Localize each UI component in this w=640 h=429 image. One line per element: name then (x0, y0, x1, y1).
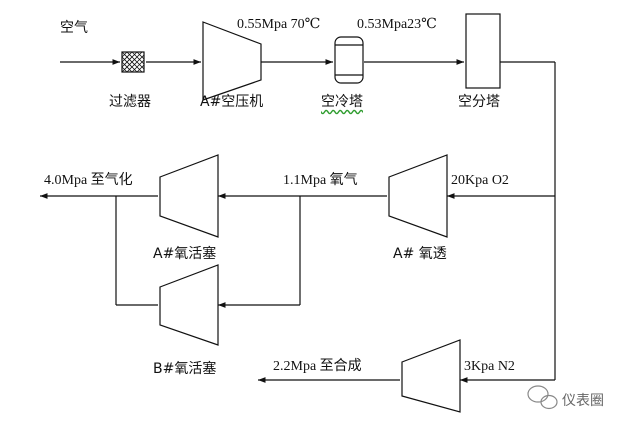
piston-b-icon (159, 264, 219, 346)
to-synthesis-label: 2.2Mpa 至合成 (273, 359, 362, 374)
o2-lowpressure-label: 20Kpa O2 (451, 173, 509, 188)
to-gasification-label: 4.0Mpa 至气化 (44, 173, 133, 188)
piston-b-label: B#氧活塞 (153, 361, 217, 377)
separation-tower-icon (465, 13, 501, 89)
air-label: 空气 (60, 20, 88, 36)
piston-a-icon (159, 154, 219, 238)
cooling-tower-icon (334, 36, 364, 84)
n2-lowpressure-label: 3Kpa N2 (464, 359, 515, 374)
oxygen-turbine-label: A# 氧透 (393, 246, 447, 262)
separation-tower-label: 空分塔 (458, 94, 500, 110)
watermark-text: 仪表圈 (562, 393, 604, 409)
cooling-tower-label: 空冷塔 (321, 94, 363, 110)
compressor-label: A#空压机 (200, 94, 264, 110)
air-compressor-icon (202, 21, 262, 101)
oxygen-turbine-icon (388, 154, 448, 238)
piston-a-label: A#氧活塞 (153, 246, 217, 262)
compressor-outlet-condition: 0.55Mpa 70℃ (237, 17, 321, 32)
oxygen-midpressure-label: 1.1Mpa 氧气 (283, 173, 358, 188)
nitrogen-compressor-icon (401, 339, 461, 413)
filter-icon (121, 51, 145, 73)
wechat-icon (527, 385, 558, 410)
filter-label: 过滤器 (109, 94, 151, 110)
cooling-tower-outlet-condition: 0.53Mpa23℃ (357, 17, 437, 32)
